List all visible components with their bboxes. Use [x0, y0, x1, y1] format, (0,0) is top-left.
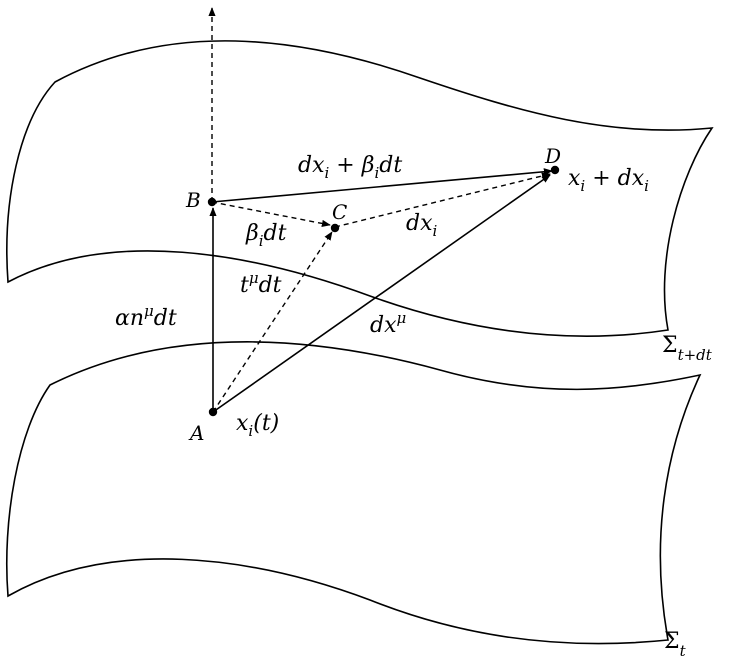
vector-ac [212, 231, 333, 413]
point-a-dot [208, 407, 218, 417]
point-c-dot [330, 223, 340, 233]
label-surface-lower: Σt [664, 629, 687, 660]
vector-cd [334, 172, 551, 228]
label-d-position: xi + dxi [568, 166, 649, 195]
label-bc: βidt [245, 221, 287, 250]
label-ad: dxμ [370, 309, 406, 338]
vector-bd [211, 168, 553, 203]
point-a-label: A [188, 421, 204, 445]
surface-upper [6, 40, 714, 337]
vector-ad [212, 174, 551, 413]
label-ab: αnμdt [115, 302, 177, 331]
label-cd: dxi [406, 211, 438, 240]
vector-bc [211, 201, 331, 227]
point-d-dot [550, 165, 560, 175]
label-a-position: xi(t) [236, 411, 279, 440]
label-surface-upper: Σt+dt [662, 333, 713, 364]
surface-lower [5, 341, 702, 645]
point-d-label: D [544, 144, 561, 168]
label-bd: dxi + βidt [298, 153, 402, 182]
point-c-label: C [332, 200, 347, 224]
point-b-dot [207, 197, 217, 207]
point-b-label: B [185, 188, 201, 212]
label-ac: tμdt [240, 269, 282, 298]
